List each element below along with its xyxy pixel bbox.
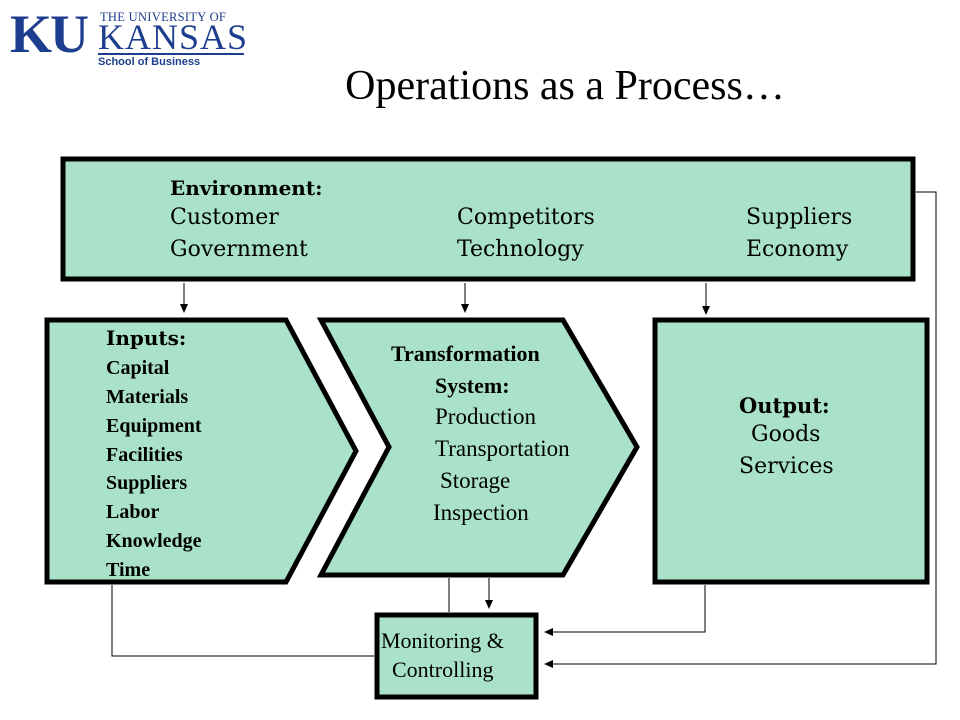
- output-box: [652, 317, 930, 585]
- slide-title: Operations as a Process…: [345, 63, 785, 109]
- monitoring-line-1: Monitoring &: [381, 628, 504, 653]
- inputs-item: Materials: [106, 386, 189, 408]
- inputs-heading: Inputs:: [106, 326, 187, 350]
- monitoring-box: [374, 612, 539, 700]
- environment-item-competitors: Competitors: [457, 205, 595, 230]
- output-heading: Output:: [739, 393, 830, 418]
- transformation-heading-2: System:: [435, 373, 510, 398]
- logo-mark: KU: [10, 4, 89, 64]
- transformation-item: Transportation: [435, 436, 570, 461]
- environment-item-economy: Economy: [746, 237, 849, 262]
- inputs-feedback-line: [111, 585, 374, 657]
- environment-item-customer: Customer: [170, 205, 279, 230]
- environment-to-monitoring-arrow: [544, 191, 937, 668]
- environment-item-suppliers: Suppliers: [746, 205, 853, 230]
- transformation-heading: Transformation: [391, 341, 540, 366]
- environment-box: [60, 156, 916, 282]
- inputs-item: Equipment: [106, 415, 202, 437]
- environment-heading: Environment:: [170, 176, 323, 200]
- inputs-item: Labor: [106, 501, 160, 523]
- environment-item-technology: Technology: [457, 237, 584, 262]
- inputs-item: Facilities: [106, 444, 183, 466]
- monitoring-line-2: Controlling: [392, 657, 494, 682]
- inputs-item: Knowledge: [106, 530, 202, 552]
- inputs-item: Capital: [106, 357, 170, 379]
- logo-rule: [98, 53, 244, 55]
- logo-school: School of Business: [98, 56, 201, 68]
- environment-item-government: Government: [170, 237, 308, 262]
- transformation-item: Inspection: [433, 500, 529, 525]
- inputs-item: Time: [106, 559, 151, 581]
- ku-logo: KU THE UNIVERSITY OF KANSAS School of Bu…: [10, 6, 250, 72]
- logo-name: KANSAS: [98, 17, 249, 57]
- inputs-shape: [44, 317, 359, 585]
- logo-university: THE UNIVERSITY OF: [100, 10, 227, 24]
- output-item-services: Services: [739, 454, 834, 479]
- transformation-shape: [316, 317, 640, 578]
- transformation-item: Production: [435, 404, 536, 429]
- transformation-item: Storage: [440, 468, 511, 493]
- inputs-item: Suppliers: [106, 472, 188, 494]
- output-to-monitoring-arrow: [544, 585, 706, 636]
- output-item-goods: Goods: [751, 422, 821, 447]
